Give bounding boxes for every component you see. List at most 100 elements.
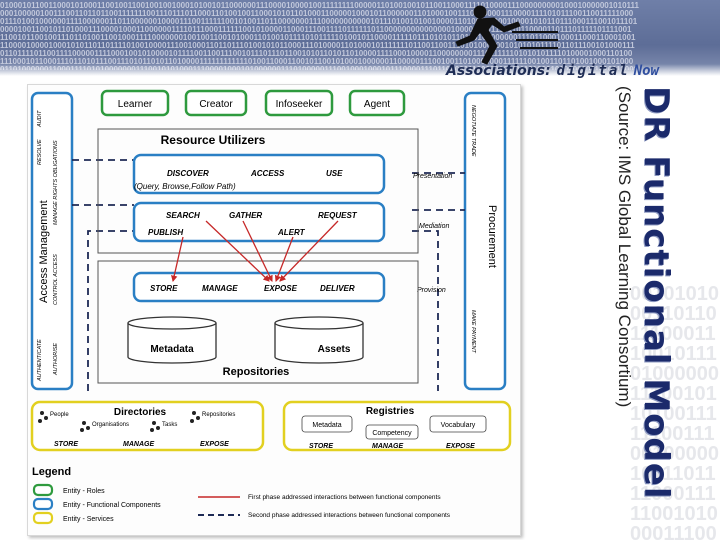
dr-functional-model-diagram: Learner Creator Infoseeker Agent Access … [27,84,521,536]
legend-title: Legend [32,466,71,478]
svg-text:11100101: 11100101 [630,383,717,405]
gather-label: GATHER [229,211,262,220]
svg-text:110010110010011101101001100100: 1100101100100111011010011001000111100000… [0,33,636,42]
dir-expose: EXPOSE [200,441,229,448]
dir-people: People [50,412,69,418]
slide-title: DR Functional Model [636,86,676,500]
resource-utilizers-title: Resource Utilizers [161,133,266,147]
access-label: ACCESS [250,169,285,178]
svg-text:011101001000000111100000011011: 0111010010000001111000000110110000001000… [0,17,638,26]
legend-services-swatch [32,511,54,525]
dir-organisations: Organisations [92,422,129,428]
procurement-box [463,91,507,391]
svg-text:00110110: 00110110 [630,303,717,325]
access-management-label: Access Management [38,200,50,303]
legend-components-swatch [32,497,54,511]
store-box [132,271,386,303]
reg-vocabulary: Vocabulary [441,422,476,429]
legend-roles-text: Entity - Roles [63,488,105,495]
reg-competency: Competency [372,430,412,437]
svg-text:111000101100011101101011100111: 1110001011000111011010111001110101101011… [0,57,634,66]
metadata-label: Metadata [150,344,194,355]
svg-text:10111011: 10111011 [630,463,716,485]
dir-store: STORE [54,441,78,448]
binary-pattern-decoration: 0010101000110110111000111001011101000000… [630,283,719,540]
svg-text:11000111: 11000111 [630,483,716,505]
use-label: USE [326,169,343,178]
discover-label: DISCOVER [167,169,209,178]
svg-text:11001010: 11001010 [630,503,718,525]
legend-first-phase-text: First phase addressed interactions betwe… [248,494,441,501]
header-banner: 0100010110011000101000110010011001001001… [0,0,720,82]
svg-text:10100111: 10100111 [630,403,717,425]
slide-title-block: DR Functional Model (Source: IMS Global … [604,86,676,500]
reg-manage: MANAGE [372,443,403,450]
reg-store: STORE [309,443,333,450]
legend-second-phase-text: Second phase addressed interactions betw… [248,512,451,519]
negotiate-trade-label: NEGOTIATE TRADE [470,105,476,157]
authenticate-label: AUTHENTICATE [37,339,43,382]
svg-text:011011110110011110000011110001: 0110111101100111100000111100010010100001… [0,49,633,58]
registries-title: Registries [366,406,415,417]
reg-metadata: Metadata [312,422,341,429]
store-label: STORE [150,284,178,293]
mediation-label: Mediation [419,223,449,230]
request-label: REQUEST [318,211,358,220]
assets-cylinder: Assets [274,316,364,364]
svg-text:00011100: 00011100 [630,523,717,540]
svg-text:10010111: 10010111 [630,343,717,365]
directories-title: Directories [114,407,167,418]
assets-label: Assets [318,344,351,355]
control-access-label: CONTROL ACCESS [53,254,59,305]
role-creator: Creator [199,99,233,110]
alert-label: ALERT [277,228,306,237]
second-phase-lines [72,159,465,391]
manage-label: MANAGE [202,284,238,293]
repositories-frame [97,260,419,384]
audit-label: AUDIT [37,110,43,128]
svg-text:11100111: 11100111 [630,423,715,445]
first-phase-arrows [171,220,339,283]
query-note: (Query, Browse,Follow Path) [134,182,236,191]
directory-icons [38,411,200,432]
dir-manage: MANAGE [123,441,154,448]
repositories-title: Repositories [223,366,290,378]
role-learner: Learner [118,99,153,110]
svg-text:000010011001011010001110000100: 0000100110010110100011100001000110000001… [0,25,632,34]
svg-text:110000100001000101011011011110: 1100001000010001010110110111101001000011… [0,41,635,50]
roles-row: Learner Creator Infoseeker Agent [100,89,406,117]
dir-repositories: Repositories [202,412,235,418]
procurement-label: Procurement [486,205,498,268]
reg-expose: EXPOSE [446,443,475,450]
access-management-box [30,91,74,391]
resolve-label: RESOLVE [37,139,43,165]
search-box [132,201,386,243]
role-infoseeker: Infoseeker [276,99,323,110]
expose-label: EXPOSE [264,284,298,293]
presentation-label: Presentation [413,173,452,180]
make-payment-label: MAKE PAYMENT [470,310,476,354]
binary-pattern-background: 0100010110011000101000110010011001001001… [0,1,640,70]
diagram-canvas: Learner Creator Infoseeker Agent Access … [30,89,512,525]
deliver-label: DELIVER [320,284,355,293]
dir-tasks: Tasks [162,422,177,428]
svg-text:01000000: 01000000 [630,363,719,385]
legend-roles-swatch [32,483,54,497]
runner-logo-icon [455,5,558,65]
legend-services-text: Entity - Services [63,516,114,523]
svg-text:000100000100111001101101100111: 0001000001001110011011011001111111001110… [0,9,634,18]
tagline-now: Now [633,63,659,79]
manage-rights-label: MANAGE RIGHTS OBLIGATIONS [53,140,59,225]
role-agent: Agent [364,99,390,110]
svg-text:11100011: 11100011 [630,323,716,345]
svg-text:010001011001100010100011001001: 0100010110011000101000110010011001001001… [0,1,640,10]
publish-label: PUBLISH [148,228,183,237]
authorise-label: AUTHORISE [53,343,59,376]
metadata-cylinder: Metadata [127,316,217,364]
directories-box [30,400,265,452]
svg-text:00101010: 00101010 [630,283,719,305]
search-label: SEARCH [166,211,200,220]
tagline-associations: Associations: [446,63,551,79]
banner-tagline: Associations: digital Now [446,63,659,81]
slide-subtitle: (Source: IMS Global Learning Consortium) [615,86,634,408]
